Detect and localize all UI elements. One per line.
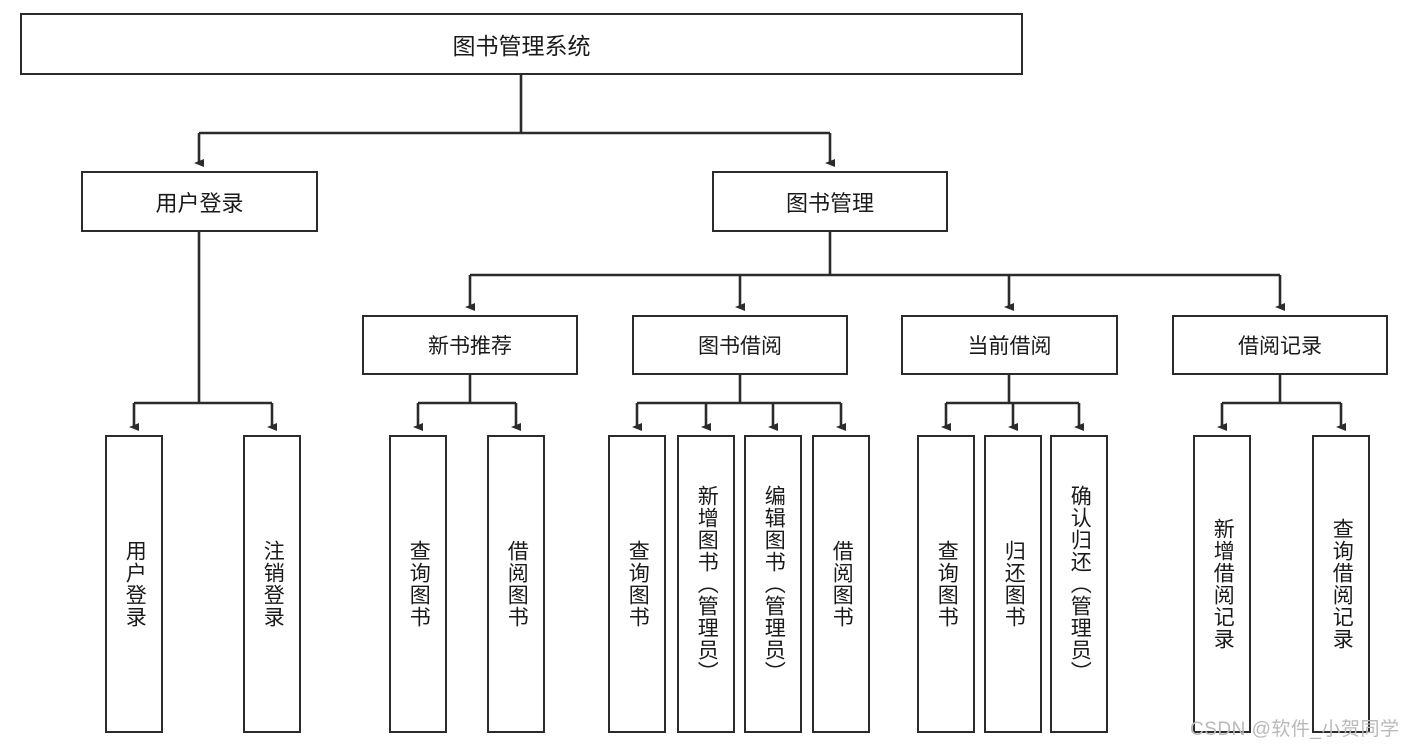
leaf-label: 借阅图书	[505, 540, 529, 628]
leaf-label: 归还图书	[1002, 540, 1026, 628]
node-label: 图书管理	[785, 190, 874, 216]
leaf-label: 查询图书	[935, 540, 959, 628]
leaf-return-book[interactable]: 归还图书	[984, 435, 1042, 733]
leaf-label: 新增借阅记录	[1211, 518, 1235, 650]
node-label: 借阅记录	[1238, 335, 1322, 358]
leaf-user-login[interactable]: 用户登录	[105, 435, 163, 733]
leaf-label: 查询借阅记录	[1330, 518, 1354, 650]
node-borrow-record[interactable]: 借阅记录	[1172, 315, 1388, 375]
leaf-edit-book[interactable]: 编辑图书（管理员）	[744, 435, 802, 733]
node-label: 当前借阅	[967, 335, 1052, 358]
node-book-manage[interactable]: 图书管理	[712, 171, 948, 232]
leaf-confirm-return[interactable]: 确认归还（管理员）	[1050, 435, 1108, 733]
leaf-add-book[interactable]: 新增图书（管理员）	[677, 435, 735, 733]
leaf-logout[interactable]: 注销登录	[243, 435, 301, 733]
leaf-add-borrow-record[interactable]: 新增借阅记录	[1193, 435, 1251, 733]
leaf-borrow-book-recommend[interactable]: 借阅图书	[487, 435, 545, 733]
leaf-label: 新增图书（管理员）	[695, 485, 719, 683]
leaf-borrow-book[interactable]: 借阅图书	[812, 435, 870, 733]
node-label: 图书借阅	[698, 335, 782, 358]
leaf-label: 借阅图书	[830, 540, 854, 628]
csdn-watermark: CSDN @软件_小贺同学	[1190, 719, 1400, 740]
leaf-label: 编辑图书（管理员）	[762, 485, 786, 683]
node-root-system[interactable]: 图书管理系统	[20, 13, 1023, 75]
node-label: 用户登录	[155, 190, 244, 216]
leaf-label: 用户登录	[123, 540, 147, 628]
node-book-borrow[interactable]: 图书借阅	[632, 315, 848, 375]
leaf-label: 注销登录	[261, 540, 285, 628]
leaf-query-borrow-record[interactable]: 查询借阅记录	[1312, 435, 1370, 733]
leaf-query-book-current[interactable]: 查询图书	[917, 435, 975, 733]
leaf-label: 确认归还（管理员）	[1068, 485, 1092, 683]
leaf-query-book-borrow[interactable]: 查询图书	[608, 435, 666, 733]
node-user-login[interactable]: 用户登录	[81, 171, 318, 232]
leaf-query-book-recommend[interactable]: 查询图书	[389, 435, 447, 733]
leaf-label: 查询图书	[407, 540, 431, 628]
node-label: 新书推荐	[428, 335, 512, 358]
leaf-label: 查询图书	[626, 540, 650, 628]
node-label: 图书管理系统	[452, 33, 591, 59]
node-current-borrow[interactable]: 当前借阅	[901, 315, 1118, 375]
node-new-book-recommend[interactable]: 新书推荐	[362, 315, 578, 375]
